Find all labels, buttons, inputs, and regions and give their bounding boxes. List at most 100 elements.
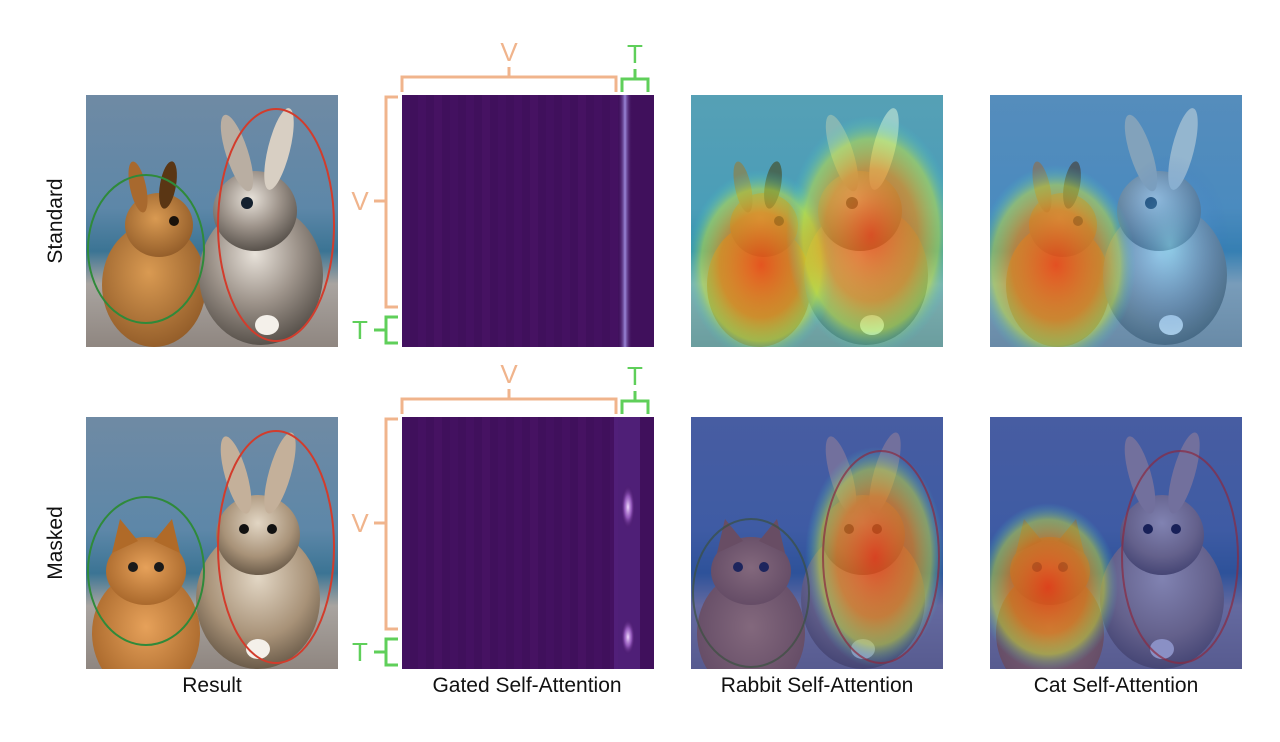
rabbit-ear [264, 432, 296, 514]
gated-attention-matrix-0 [402, 95, 654, 347]
cat-ear [112, 519, 138, 553]
top-text-bracket [620, 69, 650, 92]
top-text-token-label: T [627, 361, 643, 391]
text-token-brackets-0 [374, 69, 650, 345]
matrix-column-band [482, 417, 490, 669]
top-text-bracket [620, 391, 650, 414]
visual-token-brackets-1 [374, 389, 618, 631]
matrix-column-band [610, 95, 618, 347]
gated-attention-matrix-1 [402, 417, 654, 669]
left-text-bracket [374, 315, 398, 345]
top-visual-token-label: V [500, 359, 518, 389]
left-visual-bracket [374, 417, 398, 631]
rabbit-head [213, 171, 297, 251]
matrix-column-band [434, 95, 442, 347]
attention-coolspot [1110, 155, 1230, 335]
matrix-column-band [594, 417, 602, 669]
top-visual-bracket [400, 389, 618, 414]
cat-eye [154, 562, 164, 572]
matrix-column-band [402, 417, 410, 669]
right-subject-outline [1121, 450, 1239, 664]
matrix-column-band [482, 95, 490, 347]
top-visual-bracket [400, 67, 618, 92]
right-subject-outline [217, 108, 335, 342]
matrix-column-band [562, 95, 570, 347]
attention-peak [621, 485, 635, 529]
matrix-column-band [402, 95, 410, 347]
matrix-column-band [578, 417, 586, 669]
matrix-column-band [498, 95, 506, 347]
result-panel-0 [86, 95, 338, 347]
matrix-column-band [578, 95, 586, 347]
matrix-column-band [546, 417, 554, 669]
matrix-column-band [530, 95, 538, 347]
attention-hotspot [990, 165, 1136, 347]
cat-attention-map-1 [990, 417, 1242, 669]
rabbit-ear [220, 114, 254, 192]
rabbit-attention-map-1 [691, 417, 943, 669]
right-subject-outline [822, 450, 940, 664]
left-text-bracket [374, 637, 398, 667]
matrix-column-band [594, 95, 602, 347]
rabbit-chest [246, 639, 270, 659]
rabbit-ear [220, 436, 252, 514]
top-text-token-label: T [627, 39, 643, 69]
rabbit-eye [267, 524, 277, 534]
right-subject-outline [217, 430, 335, 664]
rabbit-attention-map-0 [691, 95, 943, 347]
matrix-column-band [418, 417, 426, 669]
rabbit-eye [169, 216, 179, 226]
matrix-column-band [450, 95, 458, 347]
matrix-column-band [562, 417, 570, 669]
rabbit-body [102, 223, 206, 347]
left-text-token-label: T [352, 315, 368, 345]
matrix-background [402, 95, 654, 347]
column-label-rabbit-self-attention: Rabbit Self-Attention [720, 674, 914, 697]
left-subject-outline [692, 518, 810, 668]
attention-hotspot [786, 115, 943, 347]
panel-grid: V T V T V T V T [86, 37, 1242, 669]
left-visual-token-label: V [351, 186, 369, 216]
matrix-background [402, 417, 654, 669]
matrix-column-band [514, 417, 522, 669]
rabbit-ear [159, 161, 177, 209]
rabbit-ear [128, 161, 148, 213]
rabbit-head [216, 495, 300, 575]
result-panel-1 [86, 417, 338, 669]
column-label-result: Result [182, 674, 242, 697]
attention-hotspot [805, 447, 943, 667]
attention-hotspot [990, 503, 1118, 669]
matrix-column-band [514, 95, 522, 347]
cat-head [106, 537, 186, 605]
matrix-column-band [498, 417, 506, 669]
left-visual-bracket [374, 95, 398, 309]
column-label-gated-self-attention: Gated Self-Attention [432, 674, 622, 697]
text-token-attention-stripe [618, 95, 632, 347]
text-token-brackets-1 [374, 391, 650, 667]
matrix-column-band [434, 417, 442, 669]
cat-eye [128, 562, 138, 572]
column-label-cat-self-attention: Cat Self-Attention [1033, 674, 1199, 697]
rabbit-eye [239, 524, 249, 534]
matrix-column-band [466, 95, 474, 347]
row-label-masked-text: Masked [44, 506, 67, 580]
rabbit-eye [241, 197, 253, 209]
matrix-column-band [466, 417, 474, 669]
visual-token-brackets-0 [374, 67, 618, 309]
matrix-column-band [530, 417, 538, 669]
left-subject-outline [87, 174, 205, 324]
rabbit-chest [255, 315, 279, 335]
top-visual-token-label: V [500, 37, 518, 67]
left-subject-outline [87, 496, 205, 646]
matrix-column-band [418, 95, 426, 347]
attention-peak [621, 619, 635, 655]
left-text-token-label: T [352, 637, 368, 667]
rabbit-body [196, 529, 320, 669]
cat-attention-map-0 [990, 95, 1242, 347]
matrix-column-band [450, 417, 458, 669]
row-label-standard-text: Standard [44, 178, 67, 264]
cat-ear [154, 519, 180, 553]
rabbit-ear [264, 108, 294, 190]
left-visual-token-label: V [351, 508, 369, 538]
